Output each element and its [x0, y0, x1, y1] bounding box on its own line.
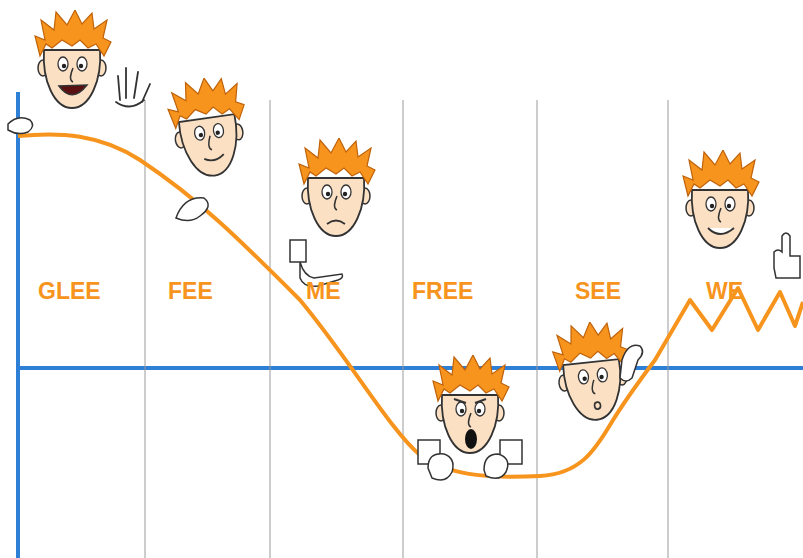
stage-label: FEE — [168, 280, 213, 303]
stage-label: GLEE — [38, 280, 101, 303]
vertical-axis — [16, 92, 20, 558]
stage-label: SEE — [575, 280, 621, 303]
me-face — [290, 138, 375, 286]
we-face — [683, 150, 800, 278]
change-curve — [18, 134, 803, 476]
free-face — [418, 355, 522, 480]
fee-face — [164, 73, 253, 221]
stage-label: WE — [706, 280, 743, 303]
stage-label: FREE — [412, 280, 473, 303]
see-face — [550, 318, 643, 423]
horizontal-axis — [18, 366, 803, 370]
stage-label: ME — [306, 280, 341, 303]
glee-face — [8, 10, 150, 134]
